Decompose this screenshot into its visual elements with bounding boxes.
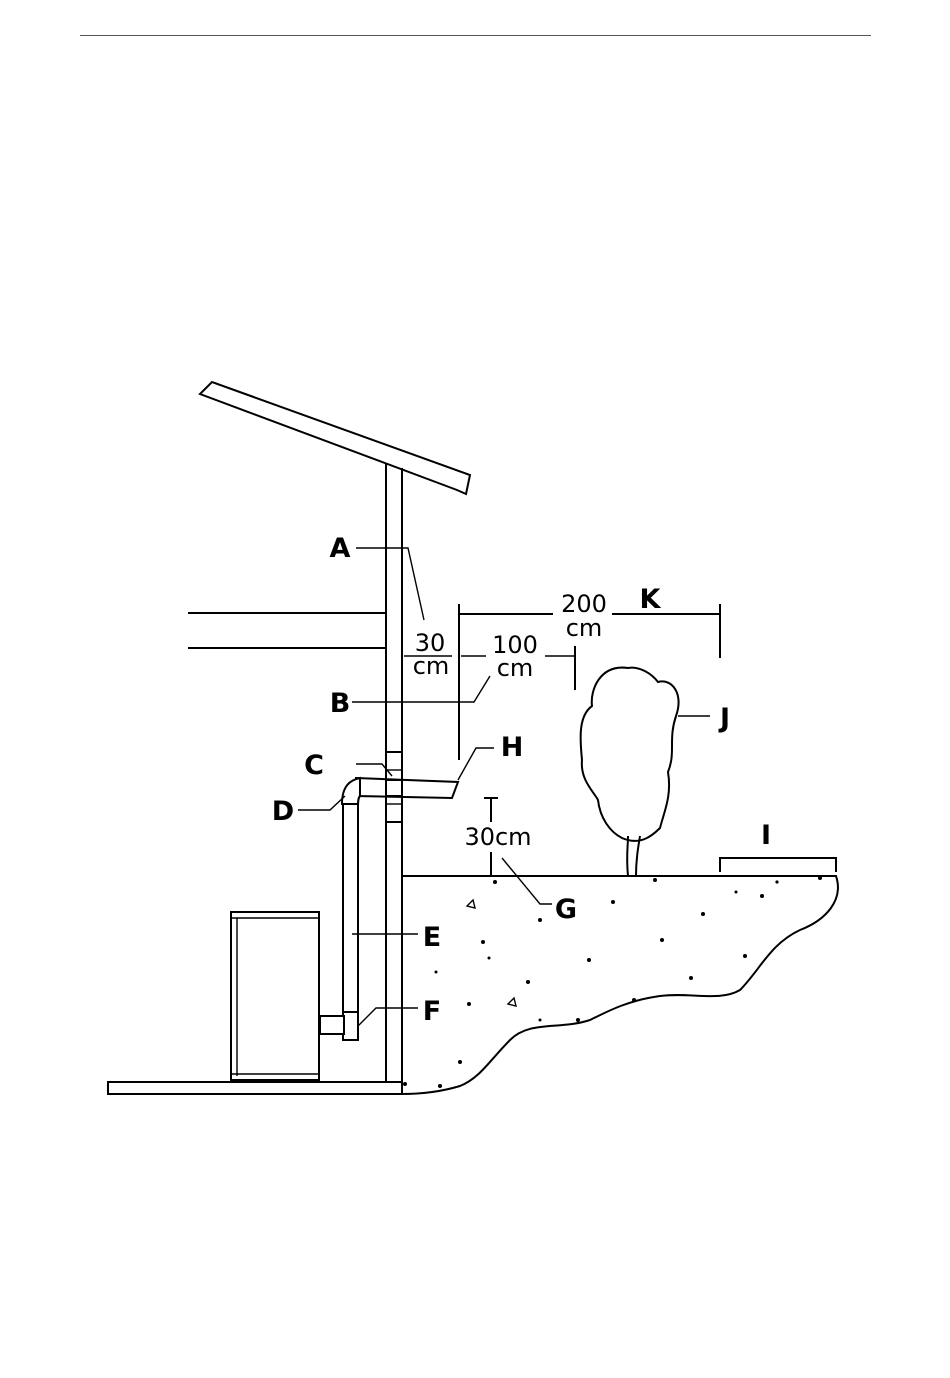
label-i: I (761, 820, 771, 851)
label-c: C (304, 750, 324, 781)
label-j: J (718, 703, 730, 734)
dim-30-a-unit: cm (413, 652, 450, 680)
label-e: E (423, 922, 441, 953)
duct-passage (386, 780, 402, 796)
label-b: B (330, 688, 351, 719)
elbow-d (342, 778, 360, 806)
ground-slab (108, 1082, 402, 1094)
label-g: G (555, 894, 577, 925)
label-f: F (423, 996, 441, 1027)
outlet-duct (356, 778, 458, 798)
label-d: D (272, 796, 294, 827)
dim-30-g: 30cm (464, 823, 531, 851)
label-h: H (501, 732, 524, 763)
roof-eave (200, 382, 470, 494)
terrain-section (402, 876, 838, 1094)
dim-100-unit: cm (497, 654, 534, 682)
heat-pump-unit (231, 912, 319, 1080)
label-a: A (330, 533, 351, 564)
condensate-elbow (343, 1012, 358, 1040)
tree (581, 668, 679, 876)
connector-f (320, 1016, 344, 1034)
window-sill (188, 613, 386, 648)
label-k: K (640, 584, 662, 615)
vertical-pipe (343, 804, 358, 1014)
dim-200-unit: cm (566, 614, 603, 642)
